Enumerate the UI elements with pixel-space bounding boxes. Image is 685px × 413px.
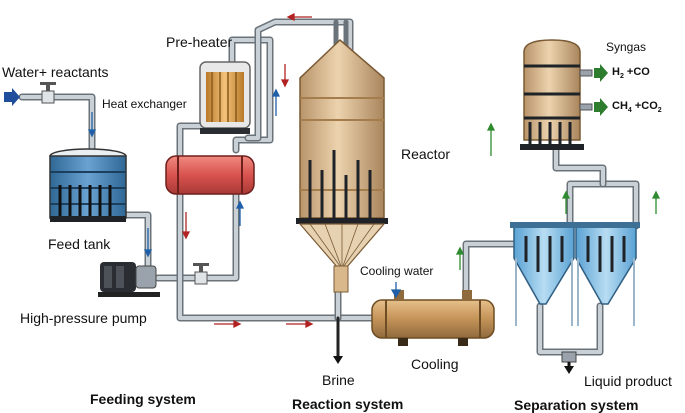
feed-tank bbox=[49, 148, 127, 222]
valves bbox=[40, 82, 209, 285]
pipe-tank-to-pump bbox=[121, 211, 152, 272]
pipe-gas-to-column bbox=[566, 180, 640, 230]
valve-feed-icon bbox=[40, 82, 56, 104]
syngas-h2-arrow-icon bbox=[594, 64, 608, 82]
syngas-ch4-arrow-icon bbox=[594, 98, 608, 116]
pump-label: High-pressure pump bbox=[20, 310, 147, 326]
syngas-label: Syngas bbox=[606, 40, 647, 54]
reaction-system-label: Reaction system bbox=[292, 396, 404, 412]
separation-system-label: Separation system bbox=[514, 397, 639, 413]
heat-exchanger bbox=[165, 155, 255, 195]
reactor-label: Reactor bbox=[401, 146, 451, 162]
pipe-feed-inlet bbox=[18, 93, 96, 154]
syngas-output-ch4-co2: CH4 +CO2 bbox=[612, 100, 662, 115]
reactor-vessel bbox=[296, 38, 388, 293]
valve-pump-icon bbox=[193, 263, 209, 285]
preheater-label: Pre-heater bbox=[166, 34, 233, 50]
separator-2 bbox=[572, 222, 640, 326]
heat-exchanger-label: Heat exchanger bbox=[102, 97, 187, 111]
cooling-water-label: Cooling water bbox=[360, 264, 434, 278]
green-flow-arrow-icon bbox=[455, 122, 661, 270]
pipe-liquid-product bbox=[536, 302, 604, 356]
liquid-product-label: Liquid product bbox=[584, 373, 672, 389]
red-flow-arrow-icon bbox=[181, 12, 314, 329]
feed-inlet-label: Water+ reactants bbox=[2, 64, 109, 80]
high-pressure-pump bbox=[98, 262, 160, 297]
syngas-column bbox=[520, 39, 593, 150]
brine-arrow-icon bbox=[333, 356, 343, 364]
brine-label: Brine bbox=[322, 372, 355, 388]
syngas-output-h2-co: H2 +CO bbox=[612, 66, 650, 81]
liquid-product-arrow-icon bbox=[564, 366, 574, 374]
feed-inlet-arrow-icon bbox=[4, 88, 20, 106]
feeding-system-label: Feeding system bbox=[90, 391, 196, 407]
feed-tank-label: Feed tank bbox=[48, 236, 111, 252]
cooler bbox=[371, 290, 495, 346]
pre-heater bbox=[199, 61, 251, 134]
flow-arrows bbox=[4, 12, 661, 374]
blue-flow-arrow-icon bbox=[87, 88, 402, 299]
cooling-label: Cooling bbox=[411, 356, 459, 372]
product-outlet bbox=[561, 351, 577, 363]
piping bbox=[18, 18, 640, 360]
separator-1 bbox=[510, 222, 578, 326]
